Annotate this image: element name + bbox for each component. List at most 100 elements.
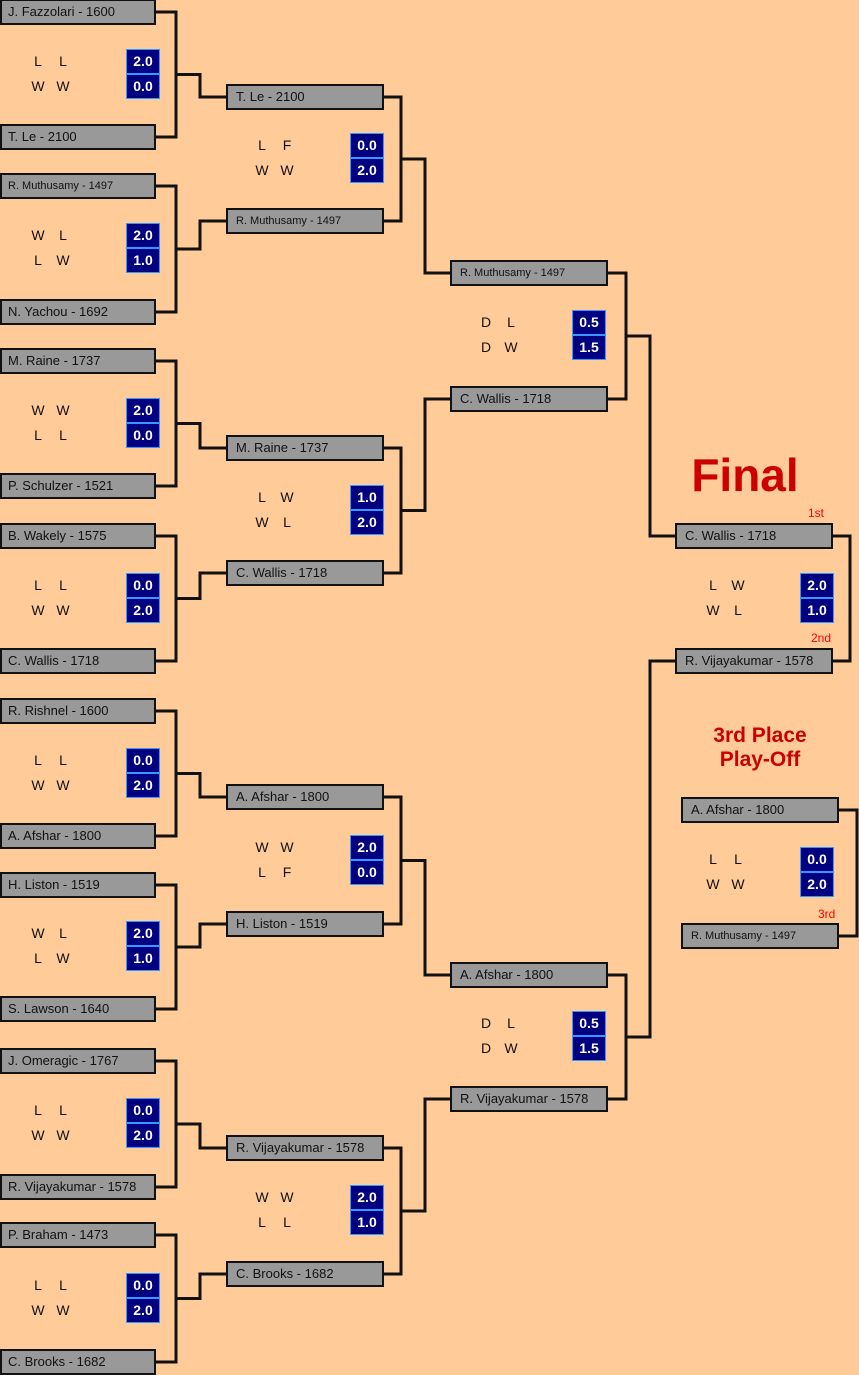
player-box[interactable]: A. Afshar - 1800 [0, 823, 156, 849]
game-result: W [56, 950, 70, 966]
score-box: 1.0 [350, 484, 384, 510]
player-box[interactable]: N. Yachou - 1692 [0, 299, 156, 325]
score-box: 0.0 [126, 422, 160, 448]
game-result: W [280, 488, 294, 505]
score-box: 0.0 [800, 847, 834, 872]
game-result: D [480, 1015, 492, 1031]
game-result: L [34, 426, 42, 443]
game-result: L [59, 1276, 67, 1293]
player-box[interactable]: R. Muthusamy - 1497 [226, 208, 384, 234]
score-box: 0.0 [126, 73, 160, 99]
game-result: W [31, 227, 45, 243]
game-result: L [59, 576, 67, 593]
game-result: W [280, 838, 294, 855]
score-box: 0.0 [350, 133, 384, 158]
player-box[interactable]: H. Liston - 1519 [226, 911, 384, 937]
player-box[interactable]: R. Vijayakumar - 1578 [226, 1135, 384, 1161]
third-place-heading-line2: Play-Off [719, 748, 801, 771]
first-place-label: 1st [808, 506, 825, 520]
player-box[interactable]: P. Braham - 1473 [0, 1222, 156, 1248]
score-box: 1.0 [126, 248, 160, 273]
game-result: W [31, 77, 45, 94]
player-box[interactable]: C. Brooks - 1682 [226, 1261, 384, 1287]
advance-line [176, 1272, 226, 1300]
game-result: W [706, 876, 720, 892]
third-place-heading: 3rd Place Play-Off [680, 724, 840, 772]
score-box: 2.0 [126, 597, 160, 623]
game-result: W [31, 1301, 45, 1318]
game-result: W [56, 77, 70, 94]
player-box[interactable]: T. Le - 2100 [0, 124, 156, 150]
player-box[interactable]: J. Omeragic - 1767 [0, 1048, 156, 1074]
player-box[interactable]: R. Vijayakumar - 1578 [675, 648, 833, 674]
game-result: L [283, 513, 291, 530]
advance-line [401, 397, 450, 512]
player-box[interactable]: C. Wallis - 1718 [450, 386, 608, 412]
game-result: W [731, 876, 745, 892]
game-result: L [34, 252, 42, 268]
game-result: D [480, 314, 492, 330]
player-box[interactable]: R. Vijayakumar - 1578 [0, 1174, 156, 1200]
game-result: L [34, 1102, 42, 1118]
game-result: W [56, 1301, 70, 1318]
player-box[interactable]: T. Le - 2100 [226, 84, 384, 110]
player-box[interactable]: J. Fazzolari - 1600 [0, 0, 156, 25]
final-heading: Final [691, 449, 799, 501]
score-box: 0.5 [572, 1011, 606, 1036]
game-result: L [734, 601, 742, 618]
game-result: W [504, 1040, 518, 1056]
third-place-label: 3rd [818, 907, 836, 921]
player-box[interactable]: A. Afshar - 1800 [681, 797, 839, 823]
player-box[interactable]: A. Afshar - 1800 [226, 784, 384, 810]
player-box[interactable]: H. Liston - 1519 [0, 872, 156, 898]
score-box: 2.0 [800, 872, 834, 897]
player-box[interactable]: C. Wallis - 1718 [675, 523, 833, 549]
score-box: 2.0 [126, 921, 160, 946]
game-result: W [56, 776, 70, 793]
game-result: W [280, 1189, 294, 1205]
player-box[interactable]: C. Wallis - 1718 [226, 560, 384, 586]
player-box[interactable]: M. Raine - 1737 [226, 435, 384, 461]
advance-line [176, 73, 226, 99]
game-result: L [59, 227, 67, 243]
player-box[interactable]: A. Afshar - 1800 [450, 962, 608, 988]
game-result: W [56, 1127, 70, 1143]
player-box[interactable]: R. Muthusamy - 1497 [450, 260, 608, 286]
game-result: L [34, 52, 42, 69]
second-place-label: 2nd [811, 631, 832, 645]
player-box[interactable]: B. Wakely - 1575 [0, 523, 156, 549]
player-box[interactable]: M. Raine - 1737 [0, 348, 156, 374]
score-box: 2.0 [350, 158, 384, 183]
score-box: 1.0 [126, 946, 160, 971]
score-box: 0.0 [126, 747, 160, 773]
player-box[interactable]: R. Muthusamy - 1497 [0, 173, 156, 199]
game-result: L [59, 925, 67, 941]
player-box[interactable]: P. Schulzer - 1521 [0, 473, 156, 499]
score-box: 2.0 [800, 572, 834, 598]
game-result: W [706, 601, 720, 618]
game-result: L [59, 751, 67, 768]
game-result: W [56, 401, 70, 418]
bracket-line [831, 808, 859, 938]
player-box[interactable]: R. Vijayakumar - 1578 [450, 1086, 608, 1112]
player-box[interactable]: R. Muthusamy - 1497 [681, 923, 839, 949]
advance-line [176, 571, 226, 600]
player-box[interactable]: C. Brooks - 1682 [0, 1349, 156, 1375]
game-result: L [258, 1214, 266, 1230]
game-result: L [283, 1214, 291, 1230]
game-result: D [480, 339, 492, 355]
player-box[interactable]: C. Wallis - 1718 [0, 648, 156, 674]
game-result: L [507, 1015, 515, 1031]
player-box[interactable]: S. Lawson - 1640 [0, 996, 156, 1022]
game-result: L [709, 851, 717, 867]
game-result: L [59, 426, 67, 443]
game-result: W [255, 162, 269, 178]
game-result: W [255, 838, 269, 855]
advance-line [626, 659, 675, 1039]
player-box[interactable]: R. Rishnel - 1600 [0, 698, 156, 724]
game-result: W [31, 925, 45, 941]
advance-line [176, 219, 226, 251]
score-box: 2.0 [126, 1297, 160, 1323]
game-result: L [258, 863, 266, 880]
game-result: L [734, 851, 742, 867]
